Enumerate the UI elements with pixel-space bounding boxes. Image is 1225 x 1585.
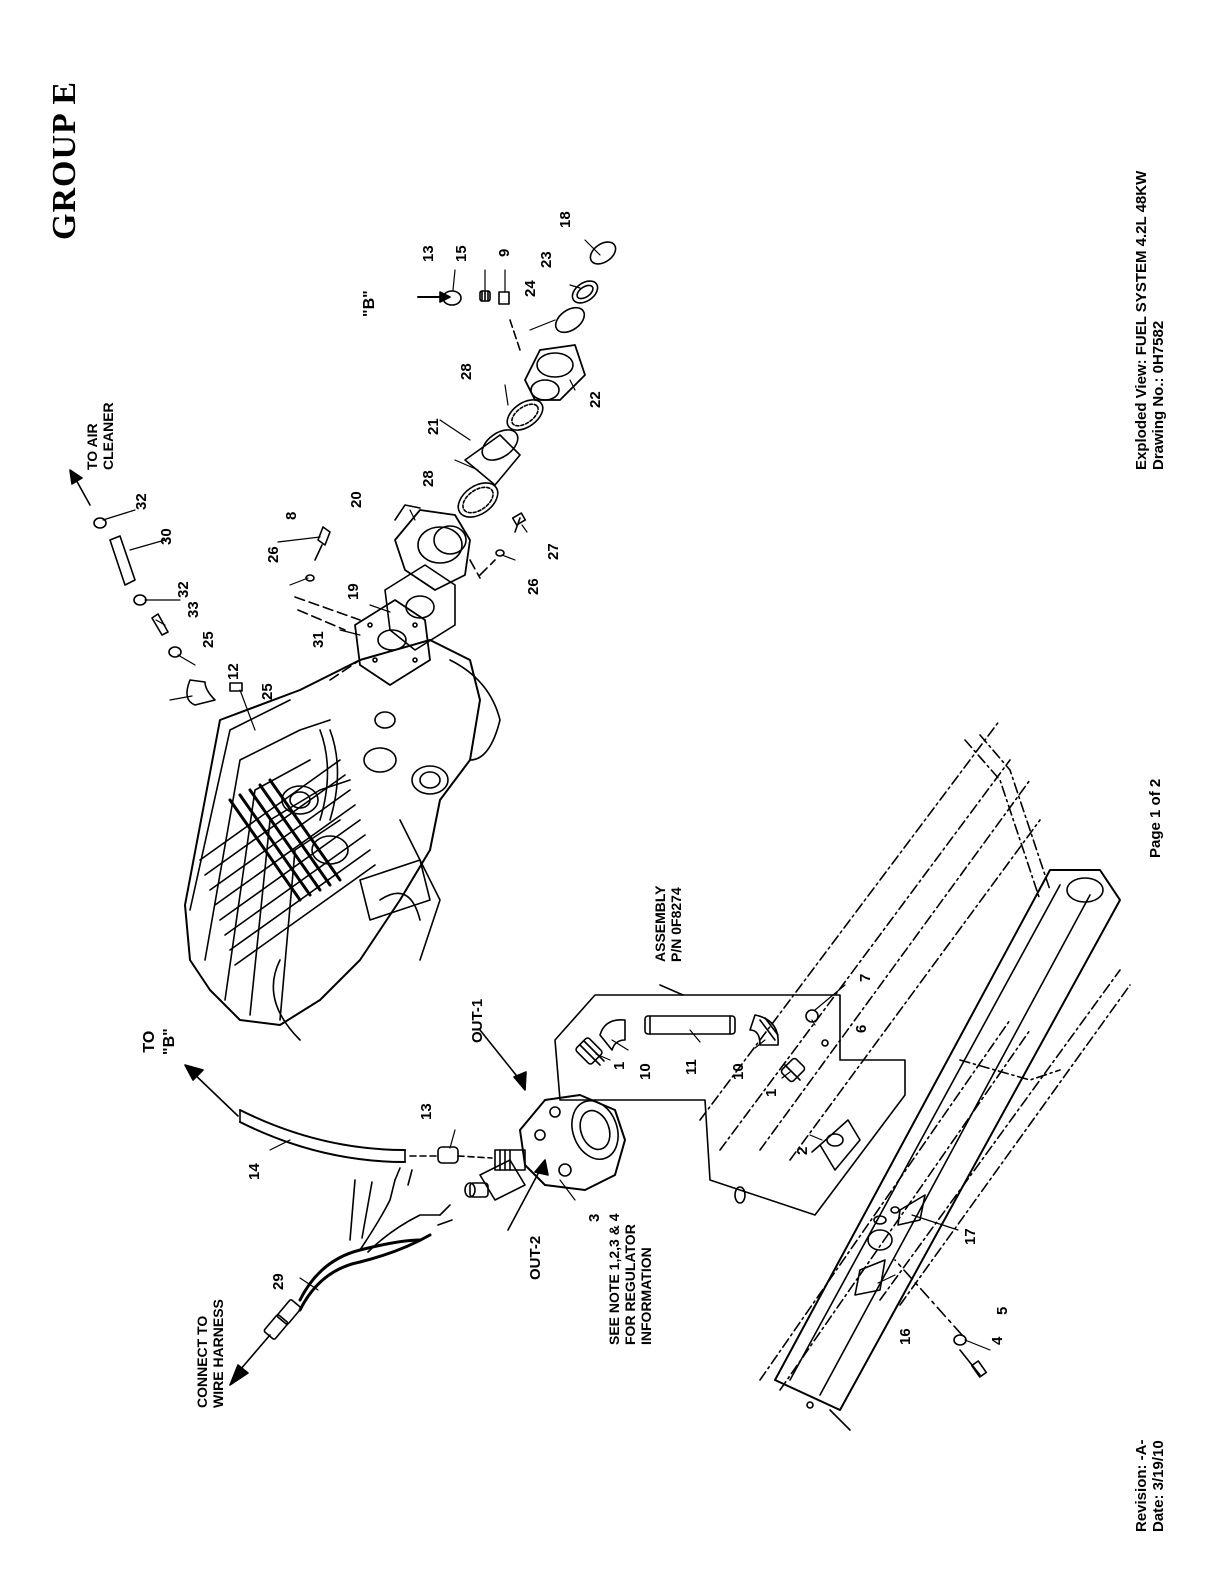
callout-1-lower: 1 — [763, 1088, 780, 1097]
callout-2: 2 — [794, 1146, 811, 1155]
part-number-line: P/N 0F8274 — [668, 887, 684, 962]
callout-15: 15 — [453, 245, 470, 262]
to-line: TO — [141, 1030, 158, 1053]
callout-32-lower: 32 — [175, 581, 192, 598]
callout-22: 22 — [587, 391, 604, 408]
callout-33: 33 — [185, 601, 202, 618]
callout-26-left: 26 — [265, 546, 282, 563]
to-air-cleaner-label: TO AIR CLEANER — [84, 402, 116, 470]
callout-8: 8 — [283, 511, 300, 520]
callout-29: 29 — [270, 1273, 287, 1290]
callout-28-lower: 28 — [420, 470, 437, 487]
callout-6: 6 — [853, 1024, 870, 1033]
to-b-label: TO "B" — [140, 1028, 180, 1055]
pipe-assembly — [575, 1009, 829, 1083]
wire-harness-line: WIRE HARNESS — [210, 1299, 226, 1408]
note-line-1: SEE NOTE 1,2,3 & 4 — [606, 1213, 622, 1346]
callout-10-upper: 10 — [637, 1063, 654, 1080]
page-label: Page 1 of 2 — [1147, 778, 1164, 858]
note-line-2: FOR REGULATOR — [622, 1224, 638, 1345]
date-line: Date: 3/19/10 — [1150, 1440, 1167, 1532]
cleaner-line: CLEANER — [100, 402, 116, 470]
title-block: Exploded View: FUEL SYSTEM 4.2L 48KW Dra… — [1133, 171, 1167, 470]
connect-harness-label: CONNECT TO WIRE HARNESS — [194, 1299, 226, 1408]
outlet-arrows — [479, 1029, 549, 1231]
callout-13-hose: 13 — [418, 1103, 435, 1120]
callout-23: 23 — [538, 251, 555, 268]
revision-block: Revision: -A- Date: 3/19/10 — [1133, 1439, 1167, 1532]
callout-32-upper: 32 — [133, 493, 150, 510]
hose-14 — [184, 1064, 493, 1164]
callout-13-top: 13 — [420, 245, 437, 262]
b-reference-label: "B" — [361, 290, 378, 317]
wire-harness — [229, 1167, 453, 1386]
callout-17: 17 — [962, 1228, 979, 1245]
connect-to-line: CONNECT TO — [194, 1315, 210, 1408]
assembly-line: ASSEMBLY — [652, 885, 668, 962]
callout-25-upper: 25 — [200, 631, 217, 648]
callout-5: 5 — [994, 1306, 1011, 1315]
callout-19: 19 — [345, 583, 362, 600]
leader-lines — [102, 239, 991, 1351]
callout-30: 30 — [158, 528, 175, 545]
out2-label: OUT-2 — [527, 1235, 544, 1280]
callout-9: 9 — [496, 248, 513, 257]
callout-1-upper: 1 — [611, 1061, 628, 1070]
callout-11: 11 — [683, 1059, 700, 1075]
callout-7: 7 — [857, 973, 874, 982]
assembly-bracket — [554, 984, 906, 1216]
callout-18: 18 — [557, 211, 574, 228]
callout-3: 3 — [586, 1213, 603, 1222]
callout-14: 14 — [246, 1163, 263, 1180]
assembly-label: ASSEMBLY P/N 0F8274 — [652, 885, 684, 962]
note-line-3: INFORMATION — [638, 1247, 654, 1345]
drawing-number: Drawing No.: 0H7582 — [1150, 320, 1167, 470]
callout-28-upper: 28 — [458, 363, 475, 380]
group-title: GROUP E — [46, 80, 83, 240]
callout-31: 31 — [310, 631, 327, 648]
callout-16: 16 — [897, 1328, 914, 1345]
callout-24: 24 — [522, 280, 539, 297]
callout-4: 4 — [989, 1336, 1006, 1345]
frame-rails — [699, 719, 1131, 1431]
b-line: "B" — [161, 1028, 178, 1055]
throttle-group — [69, 241, 617, 706]
title-line-1: Exploded View: FUEL SYSTEM 4.2L 48KW — [1133, 170, 1150, 470]
callout-21: 21 — [425, 418, 442, 435]
callout-12: 12 — [225, 663, 242, 680]
callout-27: 27 — [545, 543, 562, 560]
callout-10-lower: 10 — [730, 1063, 747, 1080]
regulator-note: SEE NOTE 1,2,3 & 4 FOR REGULATOR INFORMA… — [606, 1214, 654, 1346]
callout-20: 20 — [348, 491, 365, 508]
callout-26-right: 26 — [525, 578, 542, 595]
to-air-line: TO AIR — [84, 423, 100, 470]
frame-hardware — [854, 1194, 988, 1378]
out1-label: OUT-1 — [469, 998, 486, 1043]
engine-block — [184, 639, 501, 1041]
fuel-regulator — [464, 1094, 626, 1201]
callout-25-lower: 25 — [259, 683, 276, 700]
revision-line: Revision: -A- — [1133, 1439, 1150, 1532]
